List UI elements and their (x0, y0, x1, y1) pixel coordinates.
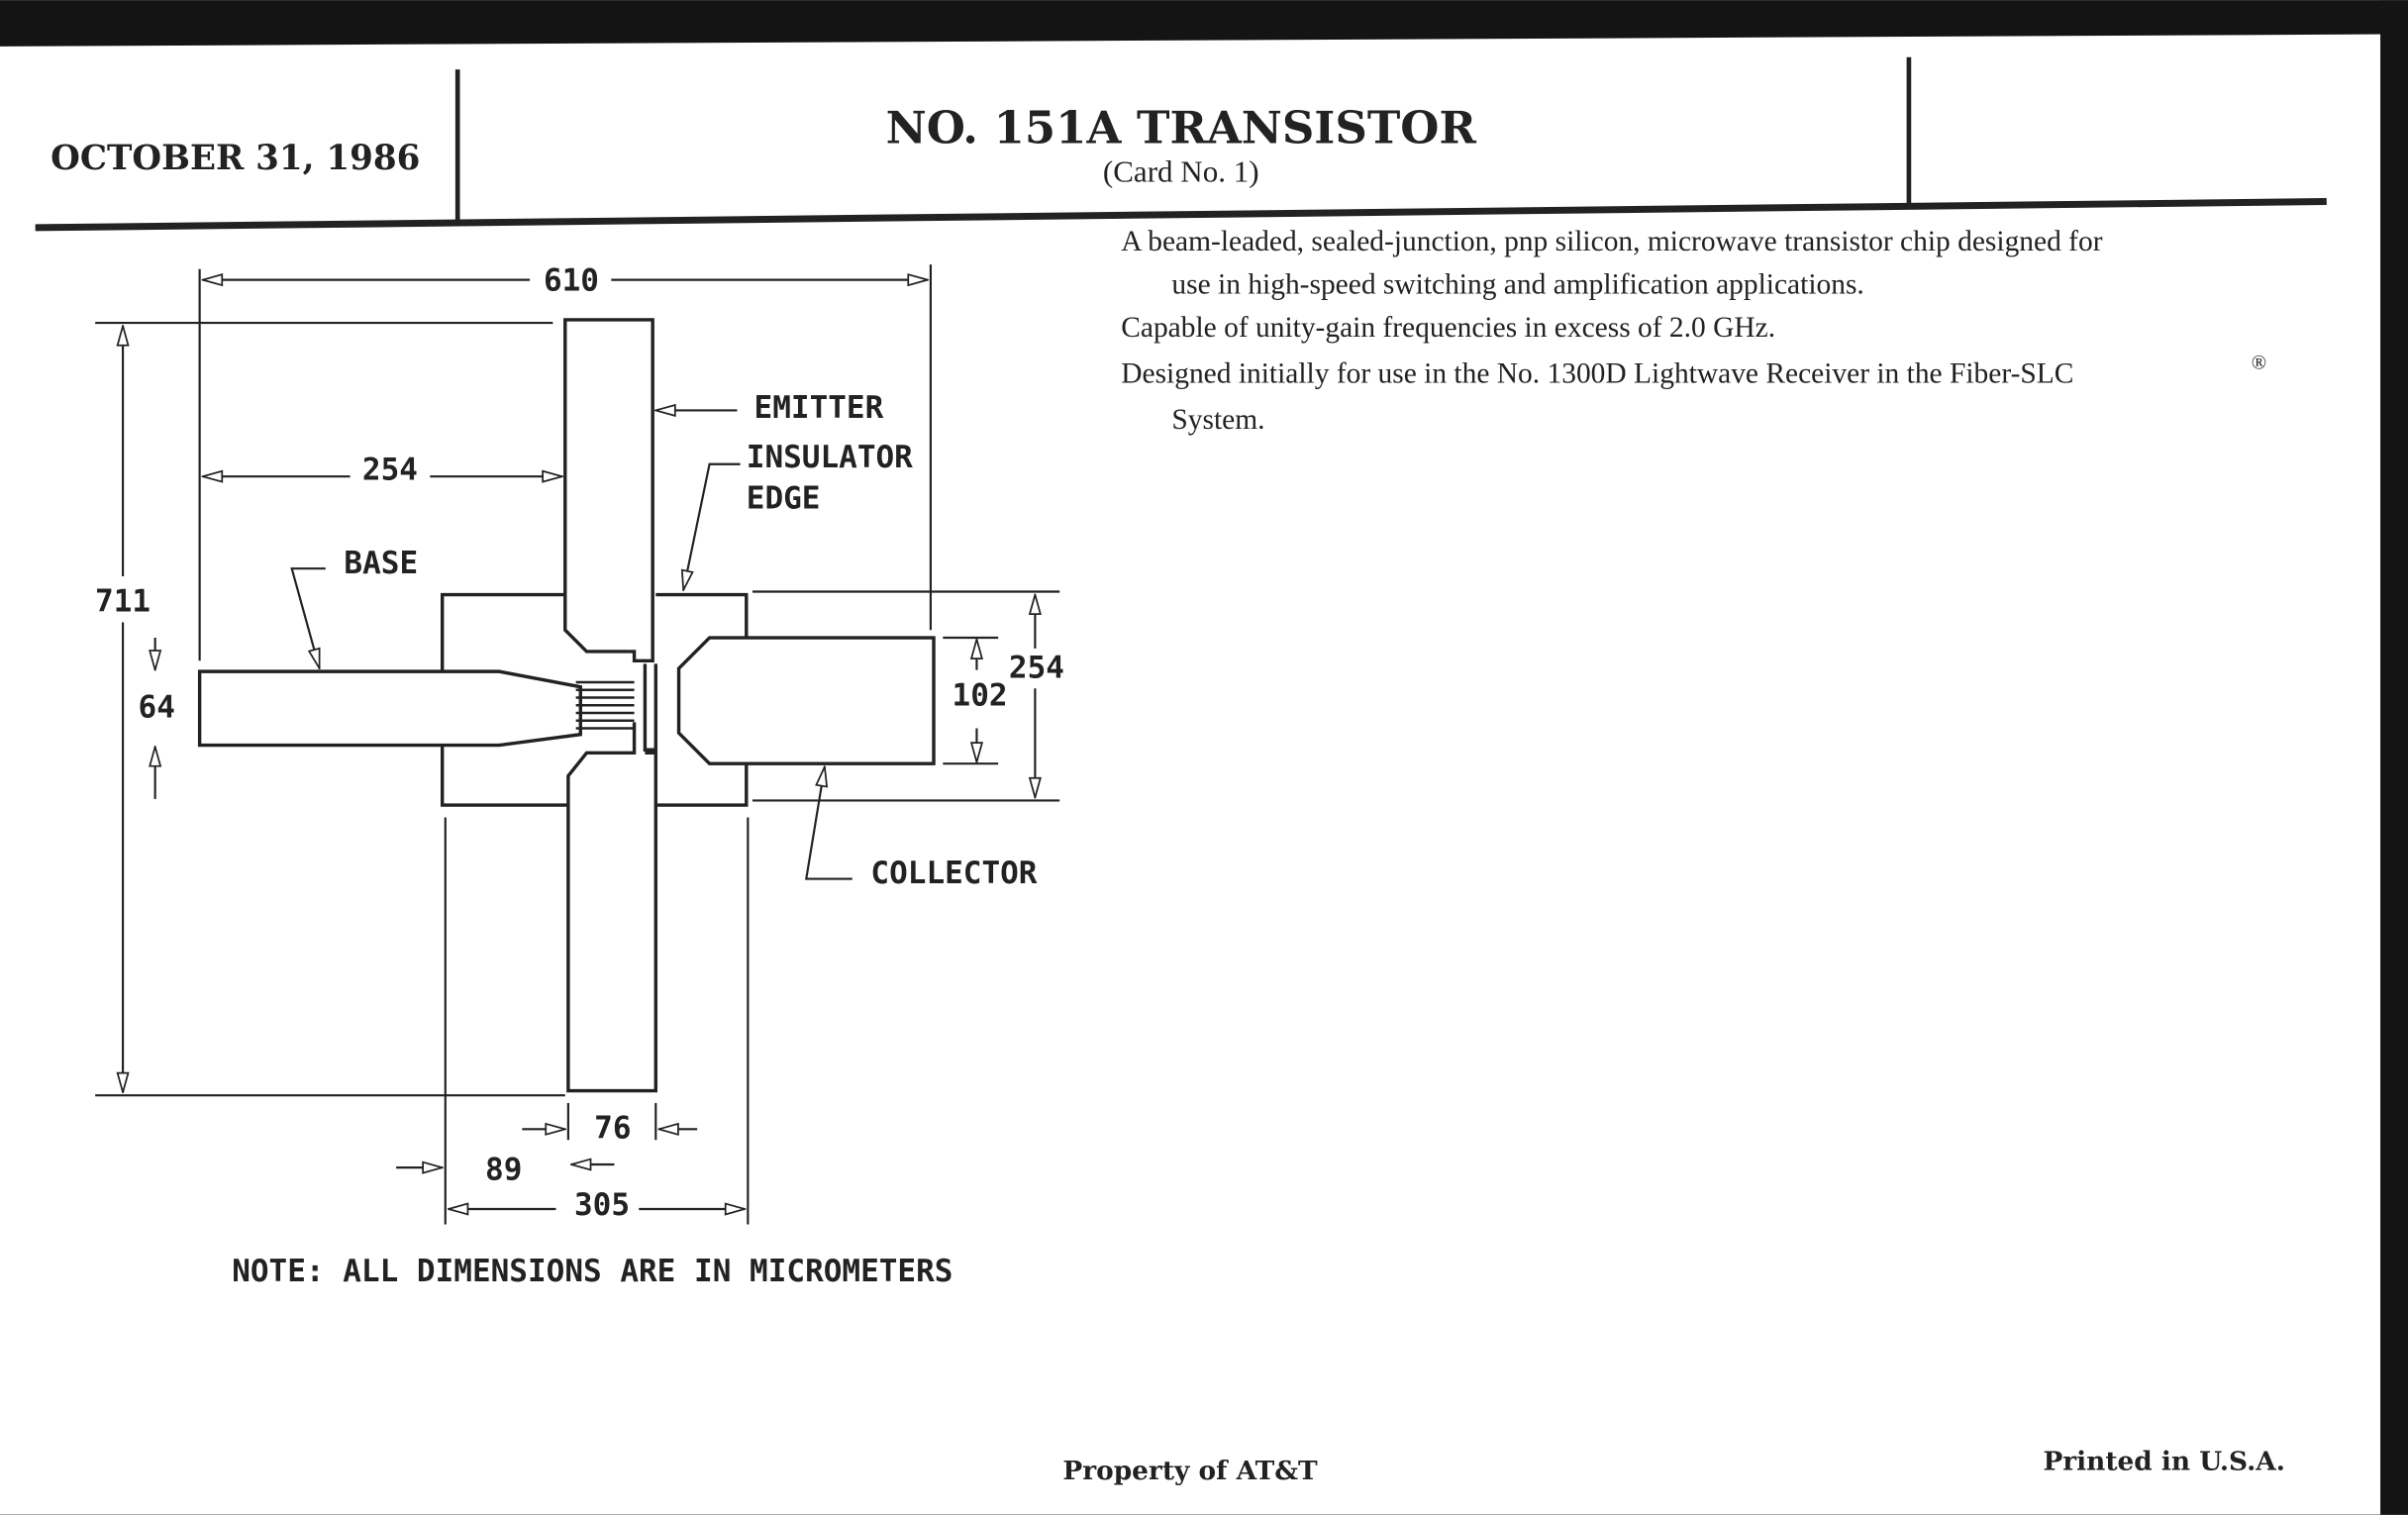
dimensions-note: NOTE: ALL DIMENSIONS ARE IN MICROMETERS (232, 1254, 953, 1289)
transistor-diagram (95, 264, 1060, 1225)
card-title: NO. 151A TRANSISTOR (886, 102, 1477, 154)
chip-outline (440, 592, 749, 807)
dim-254-top: 254 (362, 452, 418, 487)
footer-property: Property of AT&T (1062, 1456, 1318, 1486)
card-subtitle: (Card No. 1) (1103, 153, 1259, 188)
interdigitated-fingers (575, 680, 635, 730)
dim-254-right: 254 (1009, 650, 1064, 685)
description-line: Capable of unity-gain frequencies in exc… (1121, 312, 1775, 344)
description: A beam-leaded, sealed-junction, pnp sili… (1121, 226, 2266, 436)
emitter-lead (563, 318, 654, 662)
header-rule (35, 198, 2327, 232)
dim-305: 305 (574, 1187, 630, 1223)
label-base: BASE (344, 546, 418, 581)
dim-711: 711 (95, 584, 150, 620)
description-line: use in high-speed switching and amplific… (1171, 269, 1863, 301)
description-line: System. (1171, 404, 1264, 436)
dim-610: 610 (544, 262, 599, 298)
dim-102: 102 (953, 677, 1008, 713)
registered-mark: ® (2252, 353, 2266, 374)
description-line: A beam-leaded, sealed-junction, pnp sili… (1121, 226, 2102, 257)
dim-76: 76 (594, 1111, 631, 1147)
footer-printed: Printed in U.S.A. (2043, 1447, 2284, 1477)
dimension-lines (123, 280, 1035, 1209)
scan-border-right (2380, 0, 2408, 1515)
insulator-edge (643, 663, 657, 752)
base-lead (197, 669, 582, 748)
label-insulator: INSULATOR (747, 440, 913, 475)
label-emitter: EMITTER (754, 390, 884, 426)
diagram-text: 610 254 711 64 102 254 76 89 305 EMITTER… (95, 262, 1064, 1288)
label-collector: COLLECTOR (870, 856, 1037, 891)
scan-border-top (0, 0, 2408, 47)
collector-lead (676, 636, 936, 765)
label-insulator-edge: EDGE (747, 481, 821, 517)
dim-64: 64 (139, 690, 175, 726)
label-leaders (290, 410, 853, 880)
card-date: OCTOBER 31, 1986 (50, 139, 420, 178)
extension-lines (95, 264, 1060, 1225)
dim-89: 89 (485, 1153, 522, 1188)
description-line: Designed initially for use in the No. 13… (1121, 358, 2073, 390)
emitter-lower-lead (566, 722, 657, 1093)
